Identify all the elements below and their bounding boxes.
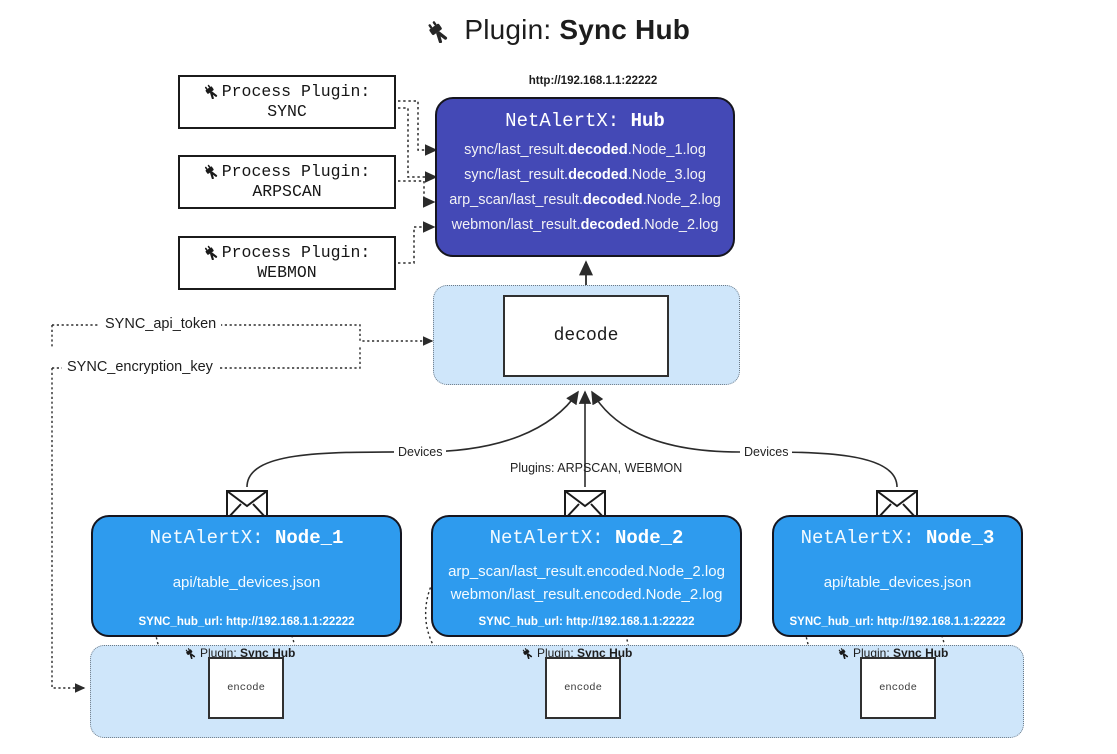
plug-icon: [427, 15, 460, 45]
encode-box-2[interactable]: encode: [545, 657, 621, 719]
encode-box-3[interactable]: encode: [860, 657, 936, 719]
envelope-icon: [226, 490, 268, 520]
page-title-name: Sync Hub: [559, 14, 691, 45]
page-title-prefix: Plugin:: [464, 14, 552, 45]
process-plugin-box-webmon[interactable]: Process Plugin: WEBMON: [178, 236, 396, 290]
secret-label-encryption-key: SYNC_encryption_key: [62, 359, 218, 375]
encode-caption-3: Plugin: Sync Hub: [838, 646, 948, 660]
node-footer: SYNC_hub_url: http://192.168.1.1:22222: [789, 616, 1006, 628]
plug-icon: [522, 646, 535, 660]
plug-icon: [204, 243, 221, 262]
hub-log-line: webmon/last_result.decoded.Node_2.log: [451, 216, 719, 233]
node-box-node-2[interactable]: NetAlertX: Node_2 arp_scan/last_result.e…: [431, 515, 742, 637]
hub-title-name: Hub: [630, 110, 665, 132]
encode-box-1[interactable]: encode: [208, 657, 284, 719]
hub-log-line: sync/last_result.decoded.Node_3.log: [464, 166, 706, 183]
edge-label-devices-right: Devices: [740, 445, 793, 459]
node-line: webmon/last_result.encoded.Node_2.log: [450, 585, 723, 603]
process-plugin-label: Process Plugin:: [221, 242, 371, 262]
process-plugin-name: WEBMON: [257, 263, 317, 282]
plug-icon: [204, 82, 221, 101]
wire-sync-to-hub1: [398, 100, 438, 156]
decode-box[interactable]: decode: [503, 295, 669, 377]
node-title: NetAlertX: Node_3: [800, 527, 995, 549]
edge-label-devices-left: Devices: [394, 445, 447, 459]
wire-sync-to-hub2: [398, 107, 438, 183]
encode-caption-1: Plugin: Sync Hub: [185, 646, 295, 660]
process-plugin-name: ARPSCAN: [252, 182, 322, 201]
process-plugin-box-arpscan[interactable]: Process Plugin: ARPSCAN: [178, 155, 396, 209]
node-line: api/table_devices.json: [823, 574, 972, 591]
hub-log-line: sync/last_result.decoded.Node_1.log: [464, 142, 706, 158]
node-title: NetAlertX: Node_1: [149, 527, 344, 549]
node-title: NetAlertX: Node_2: [489, 527, 684, 549]
node-box-node-1[interactable]: NetAlertX: Node_1 api/table_devices.json…: [91, 515, 402, 637]
edge-label-plugins: Plugins: ARPSCAN, WEBMON: [510, 461, 683, 475]
wire-webmon-to-hub: [398, 221, 436, 264]
process-plugin-box-sync[interactable]: Process Plugin: SYNC: [178, 75, 396, 129]
plug-icon: [204, 162, 221, 181]
wire-encryption-key-to-encode-strip: [51, 368, 86, 693]
hub-title: NetAlertX: Hub: [505, 110, 665, 132]
hub-url-label: http://192.168.1.1:22222: [528, 75, 658, 87]
node-footer: SYNC_hub_url: http://192.168.1.1:22222: [478, 616, 695, 628]
wire-arpscan-to-hub: [398, 180, 436, 208]
hub-box[interactable]: NetAlertX: Hub sync/last_result.decoded.…: [435, 97, 735, 257]
hub-title-prefix: NetAlertX:: [505, 110, 620, 132]
envelope-icon: [876, 490, 918, 520]
encode-caption-2: Plugin: Sync Hub: [522, 646, 632, 660]
node-line: api/table_devices.json: [172, 574, 321, 591]
process-plugin-label: Process Plugin:: [221, 161, 371, 181]
secret-label-api-token: SYNC_api_token: [100, 316, 222, 332]
page-title: Plugin: Sync Hub: [0, 14, 1117, 46]
node-box-node-3[interactable]: NetAlertX: Node_3 api/table_devices.json…: [772, 515, 1023, 637]
node-line: arp_scan/last_result.encoded.Node_2.log: [448, 562, 725, 580]
node-footer: SYNC_hub_url: http://192.168.1.1:22222: [138, 616, 355, 628]
process-plugin-name: SYNC: [267, 102, 307, 121]
plug-icon: [185, 646, 198, 660]
process-plugin-label: Process Plugin:: [221, 81, 371, 101]
plug-icon: [838, 646, 851, 660]
hub-log-line: arp_scan/last_result.decoded.Node_2.log: [449, 191, 721, 208]
